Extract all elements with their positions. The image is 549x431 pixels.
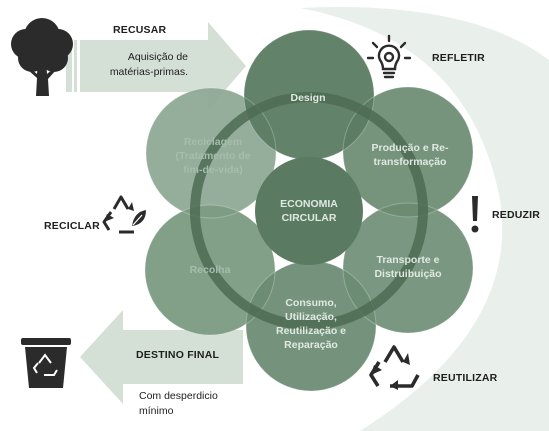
input-arrow-stripe xyxy=(74,40,77,92)
exclamation-icon xyxy=(471,196,479,233)
circle-label-producao: Produção e Re-transformação xyxy=(371,142,449,168)
note-output: Com desperdicio mínimo xyxy=(139,389,249,419)
note-input: Aquisição de matérias-primas. xyxy=(88,50,188,80)
note-output-line2: mínimo xyxy=(139,405,174,417)
note-input-line2: matérias-primas. xyxy=(109,66,188,78)
circle-label-reciclagem: Reciclagem (Tratamento de fim-de-vida) xyxy=(175,136,251,176)
lightbulb-gear-icon xyxy=(367,34,411,79)
label-destino-final: DESTINO FINAL xyxy=(136,349,220,361)
circle-label-transporte: Transporte e Distruibuição xyxy=(374,254,442,280)
note-output-line1: Com desperdicio xyxy=(139,390,218,402)
input-arrow-stripe xyxy=(66,40,72,92)
label-reduzir: REDUZIR xyxy=(492,209,541,221)
input-arrow xyxy=(80,22,246,110)
circle-label-design: Design xyxy=(290,92,326,104)
circle-label-center: ECONOMIA CIRCULAR xyxy=(280,198,338,224)
circle-label-consumo: Consumo, Utilização, Reutilização e Repa… xyxy=(275,297,347,351)
recycle-leaf-icon xyxy=(102,195,146,234)
circle-label-recolha: Recolha xyxy=(189,264,231,276)
label-recusar: RECUSAR xyxy=(113,24,167,36)
label-reciclar: RECICLAR xyxy=(44,220,100,232)
label-reutilizar: REUTILIZAR xyxy=(433,372,498,384)
circular-ring xyxy=(190,92,428,330)
recycle-icon xyxy=(369,345,420,390)
tree-icon xyxy=(11,18,73,96)
recycle-bin-icon xyxy=(21,338,71,388)
circle-center xyxy=(255,157,363,265)
output-arrow-stripe xyxy=(238,330,243,384)
note-input-line1: Aquisição de xyxy=(127,51,188,63)
label-refletir: REFLETIR xyxy=(432,52,485,64)
